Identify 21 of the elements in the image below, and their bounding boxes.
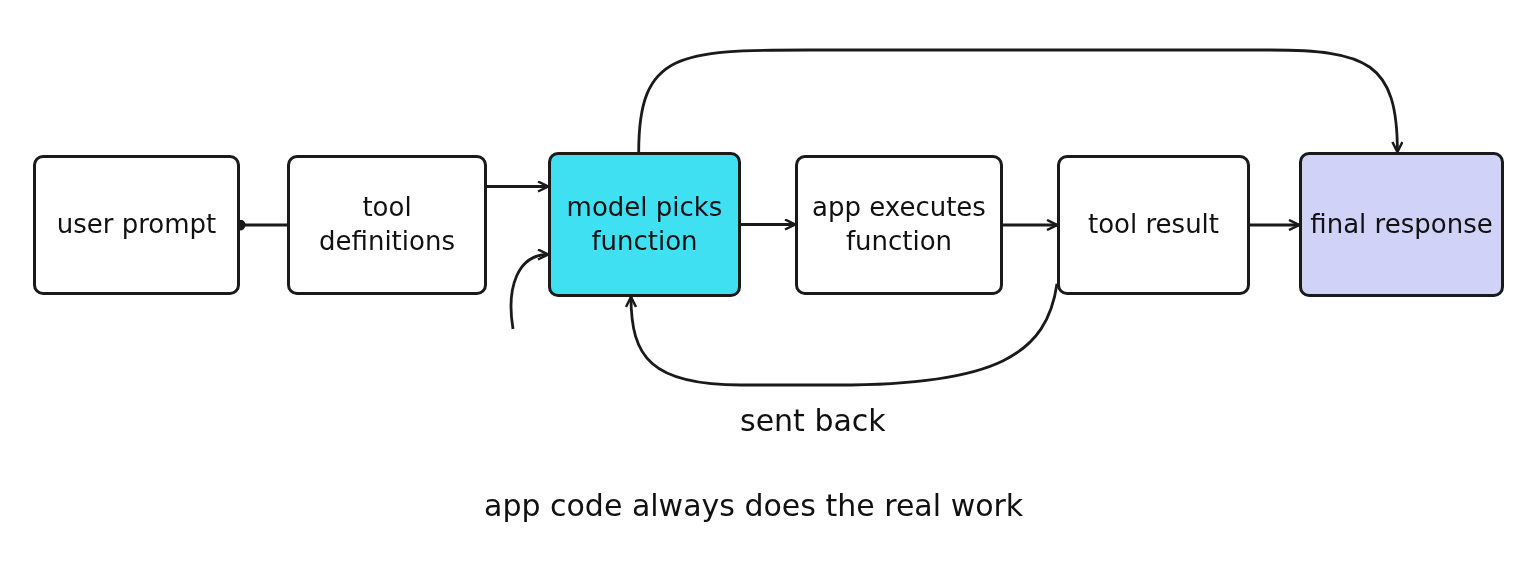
process-box [548, 152, 741, 297]
arrow [487, 180, 550, 193]
arrow [509, 249, 550, 330]
node-label: user prompt [55, 208, 218, 242]
arrow [741, 218, 797, 231]
process-box [33, 155, 240, 295]
process-box [795, 155, 1003, 295]
process-box [287, 155, 487, 295]
caption: app code always does the real work [484, 488, 1024, 523]
arrow [1003, 218, 1059, 232]
process-box [1057, 155, 1250, 295]
arrow [637, 48, 1404, 154]
node-label: final response [1309, 207, 1494, 241]
arrow [625, 283, 1059, 387]
node-label: tool result [1086, 208, 1221, 242]
process-box [1299, 152, 1504, 297]
arrow [1250, 218, 1301, 232]
node-label: app executes function [811, 191, 987, 258]
node-label: tool definitions [318, 191, 456, 258]
node-label: model picks function [565, 190, 724, 258]
edge-label: sent back [740, 403, 886, 438]
